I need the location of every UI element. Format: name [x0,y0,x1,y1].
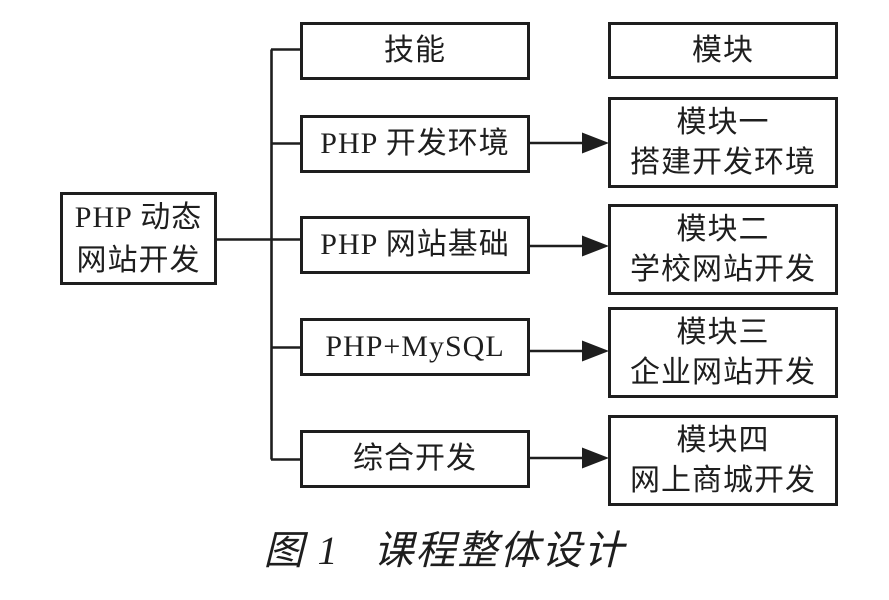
module-desc: 搭建开发环境 [630,145,816,179]
module-box-4: 模块四 网上商城开发 [608,415,838,506]
module-title: 模块二 [676,212,770,246]
module-desc: 企业网站开发 [630,355,816,389]
arrow-right-icon [582,447,609,469]
module-title: 模块三 [676,315,770,349]
root-box: PHP 动态 网站开发 [60,192,217,285]
arrow-right-icon [582,235,609,257]
root-box-line1: PHP 动态 [74,200,203,234]
skill-label: PHP+MySQL [325,330,505,363]
skill-box-1: PHP 开发环境 [300,115,530,173]
figure-caption: 图 1 课程整体设计 [0,527,889,575]
skill-box-2: PHP 网站基础 [300,216,530,274]
modules-header-box: 模块 [608,22,838,79]
figure-caption-number: 图 1 [263,528,340,573]
module-desc: 网上商城开发 [630,463,816,497]
arrow-row-3 [530,340,609,362]
arrow-row-1 [530,132,609,154]
skill-label: 综合开发 [353,442,477,475]
module-box-2: 模块二 学校网站开发 [608,204,838,295]
modules-header-label: 模块 [692,33,754,67]
arrow-right-icon [582,340,609,362]
module-title: 模块四 [676,423,770,457]
module-title: 模块一 [676,105,770,139]
skill-box-4: 综合开发 [300,430,530,488]
module-box-1: 模块一 搭建开发环境 [608,97,838,188]
figure-caption-title: 课程整体设计 [373,528,626,573]
skill-box-3: PHP+MySQL [300,318,530,376]
skills-header-label: 技能 [384,34,446,67]
arrow-row-4 [530,447,609,469]
skill-label: PHP 开发环境 [320,127,510,160]
skills-header-box: 技能 [300,22,530,80]
module-desc: 学校网站开发 [630,252,816,286]
arrow-right-icon [582,132,609,154]
arrow-row-2 [530,235,609,257]
skill-label: PHP 网站基础 [320,228,510,261]
module-box-3: 模块三 企业网站开发 [608,307,838,398]
root-box-line2: 网站开发 [76,243,201,277]
